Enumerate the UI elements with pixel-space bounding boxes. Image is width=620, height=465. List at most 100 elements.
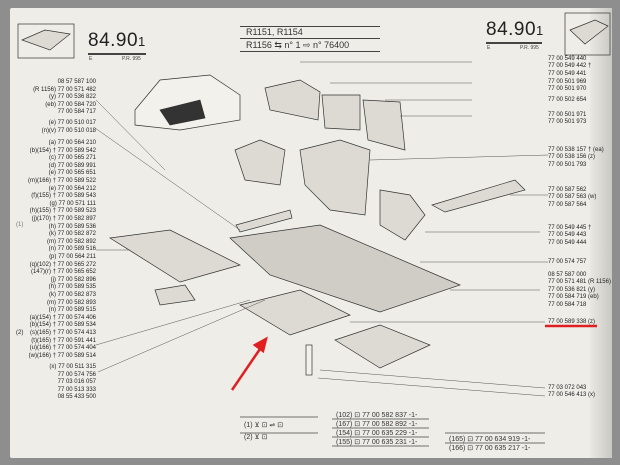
part-number: (w)(166) † 77 00 589 514	[28, 352, 96, 359]
part-number: (a)(154) † 77 00 574 406	[29, 314, 96, 321]
heel-pad	[154, 284, 196, 306]
group-label: (1)	[16, 222, 24, 228]
part-number: (h) 77 00 589 536	[48, 223, 96, 230]
part-number: 77 00 513 333	[57, 386, 96, 393]
table-row: (167) ⊡ 77 00 582 892 -1-	[336, 421, 418, 428]
part-number: 08 55 433 500	[57, 394, 96, 401]
part-number: 77 00 536 821 (y)	[548, 286, 596, 293]
part-number: 77 00 574 757	[548, 259, 587, 265]
part-number: (R 1156) 77 00 571 482	[33, 86, 96, 93]
part-number: 77 00 571 481 (R 1156)	[548, 279, 611, 286]
ref-sub-pr: P.R. 995	[122, 56, 141, 62]
bottom-table-left: (1) ⊻ ⊡ ⇌ ⊡ (2) ⊻ ⊡	[244, 420, 283, 444]
thumbnail-carpet	[569, 19, 609, 45]
front-mat	[334, 324, 431, 369]
part-number: 08 57 587 000	[548, 272, 587, 278]
ref-sub-e: E	[487, 45, 491, 51]
red-arrow-annotation	[230, 336, 268, 391]
part-number: 77 00 587 562	[548, 187, 587, 193]
part-number: (h)(155) † 77 00 589 523	[29, 208, 96, 215]
model-line-1: R1151, R1154	[246, 27, 303, 37]
part-number: (a) 77 00 564 210	[48, 140, 96, 146]
table-row: (155) ⊡ 77 00 635 231 -1-	[336, 439, 418, 446]
sill-strip	[235, 209, 293, 233]
part-number: 77 00 549 445 †	[548, 225, 592, 231]
bottom-table-right: (165) ⊡ 77 00 634 919 -1- (166) ⊡ 77 00 …	[449, 435, 530, 453]
table-row: (166) ⊡ 77 00 635 217 -1-	[449, 445, 531, 452]
part-number: (n)(v) 77 00 510 018	[41, 127, 96, 134]
table-row: (2) ⊻ ⊡	[244, 434, 268, 441]
wheel-arch-trim	[379, 189, 426, 241]
part-number: (j)(170) † 77 00 582 897	[31, 216, 96, 222]
divider	[240, 38, 380, 39]
part-number: (y) 77 00 536 822	[48, 94, 96, 101]
thumbnail-carpet	[21, 29, 71, 51]
thumbnail-frame	[17, 23, 75, 59]
part-number: (e) 77 00 565 651	[48, 170, 96, 177]
part-number: (m)(166) † 77 00 589 522	[27, 178, 96, 184]
divider	[240, 26, 380, 27]
part-number: (k) 77 00 582 873	[48, 292, 96, 298]
part-number: (d) 77 00 589 991	[48, 162, 96, 169]
part-number: (e) 77 00 510 017	[48, 120, 96, 126]
car-engine-bay	[159, 99, 206, 126]
part-number: (f)(155) † 77 00 589 543	[31, 193, 96, 200]
part-number: 77 00 501 969	[548, 79, 587, 85]
part-number: (b)(154) † 77 00 589 542	[29, 147, 96, 154]
part-number: 77 00 501 973	[548, 119, 587, 126]
floor-carpet	[229, 224, 461, 313]
part-number: 77 00 584 718	[548, 301, 587, 308]
part-number: (x) 77 00 511 315	[49, 364, 96, 370]
part-number: 77 00 549 443	[548, 232, 587, 239]
right-reference-number: 84.901	[486, 19, 544, 41]
part-number: (n) 77 00 589 516	[48, 246, 96, 253]
part-number: 77 00 502 654	[548, 97, 587, 103]
part-number: 77 00 549 444	[548, 239, 587, 246]
ref-sub-e: E	[89, 56, 93, 62]
divider	[88, 53, 146, 55]
part-number: (b)(154) † 77 00 589 534	[29, 322, 96, 329]
part-number: (j) 77 00 582 896	[50, 276, 96, 283]
side-trim-panel	[362, 99, 406, 151]
side-trim-panel	[321, 94, 361, 131]
part-number: 77 00 584 719 (eb)	[548, 294, 599, 301]
part-number: (eb) 77 00 584 720	[45, 101, 96, 108]
book-spine	[590, 8, 612, 458]
group-label: (2)	[16, 330, 24, 336]
table-row: (165) ⊡ 77 00 634 919 -1-	[449, 436, 531, 443]
left-reference-number: 84.901	[88, 30, 146, 52]
part-number: (k) 77 00 582 872	[48, 231, 96, 238]
part-number: 77 00 589 338 (z)	[548, 319, 596, 325]
bottom-table-lines	[240, 416, 545, 447]
ref-main: 84.90	[486, 19, 537, 40]
part-number: 77 00 574 756	[57, 371, 96, 378]
part-number: (u)(166) † 77 00 574 404	[29, 345, 96, 352]
part-number: (s)(165) † 77 00 574 413	[29, 330, 96, 336]
tunnel-carpet	[299, 139, 371, 216]
ref-sub-pr: P.R. 995	[520, 45, 539, 51]
leader-lines	[94, 61, 549, 397]
part-number: (c) 77 00 565 271	[48, 155, 96, 162]
part-number: 77 00 546 413 (x)	[548, 392, 596, 399]
wheel-arch-trim	[234, 139, 286, 186]
part-number: 77 03 016 057	[57, 379, 96, 386]
sill-strip	[431, 179, 526, 213]
table-row: (1) ⊻ ⊡ ⇌ ⊡	[244, 422, 284, 429]
part-number: 77 00 549 442 †	[548, 63, 592, 70]
part-number: (g) 77 00 571 111	[49, 200, 96, 207]
part-number: (p) 77 00 564 211	[49, 254, 96, 260]
divider	[486, 42, 542, 44]
part-number: (m) 77 00 582 893	[46, 299, 96, 306]
part-number: 77 00 501 971	[548, 112, 587, 118]
bracket	[305, 344, 313, 376]
part-number: (n) 77 00 589 515	[48, 307, 96, 314]
part-number: 77 00 587 563 (w)	[548, 194, 597, 201]
part-number: 77 00 549 441	[548, 70, 587, 77]
ref-main: 84.90	[88, 30, 139, 51]
ref-suffix: 1	[536, 23, 544, 38]
part-number: (m) 77 00 582 892	[46, 238, 96, 245]
side-trim-panel	[264, 79, 321, 121]
table-row: (154) ⊡ 77 00 635 229 -1-	[336, 430, 418, 437]
front-mat	[239, 289, 351, 336]
ref-suffix: 1	[138, 34, 146, 49]
